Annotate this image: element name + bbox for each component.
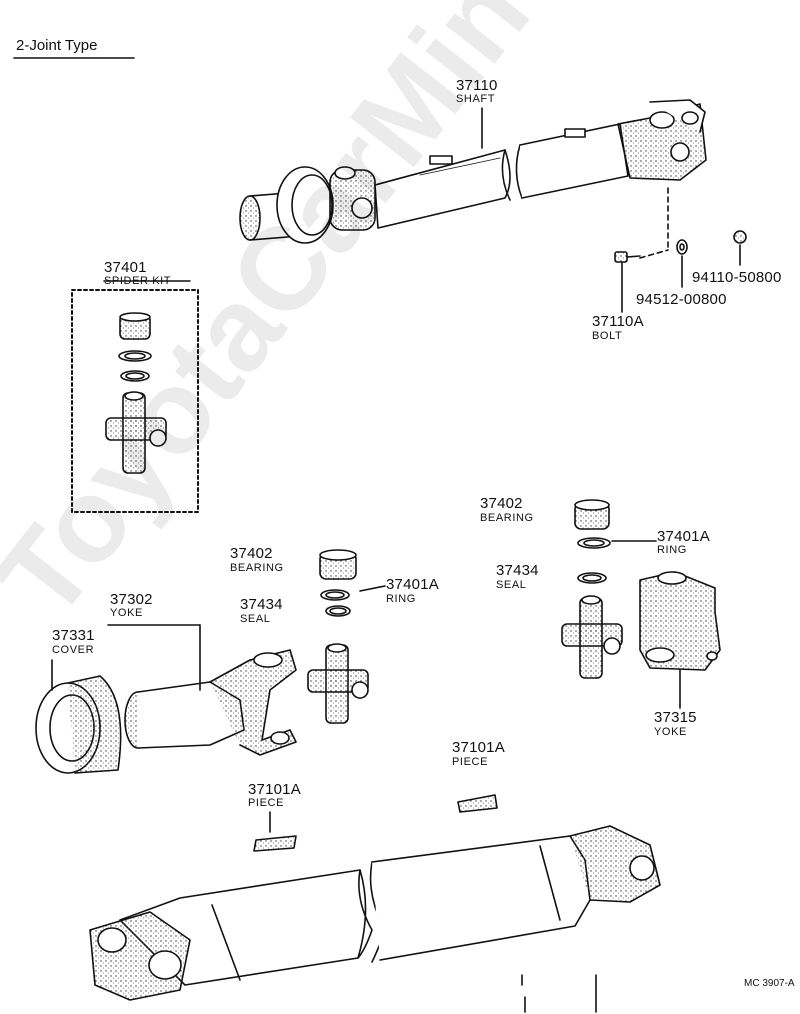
part-name-bolt: BOLT	[592, 330, 623, 342]
spider-kit-box	[71, 280, 199, 513]
part-number-spider-kit: 37401	[104, 259, 147, 276]
part-name-piece-left: PIECE	[248, 797, 285, 809]
left-yoke-group	[35, 549, 386, 774]
balance-pieces	[253, 794, 498, 852]
part-name-cover: COVER	[52, 644, 95, 656]
part-name-shaft: SHAFT	[456, 93, 496, 105]
part-name-spider-kit: SPIDER KIT	[104, 275, 172, 287]
part-number-ring-right: 37401A	[657, 528, 710, 545]
part-name-yoke-right: YOKE	[654, 726, 687, 738]
part-name-bearing-right: BEARING	[480, 512, 534, 524]
part-number-nut: 94110-50800	[692, 269, 782, 286]
part-name-seal-left: SEAL	[240, 613, 271, 625]
top-shaft	[239, 99, 707, 259]
part-number-piece-left: 37101A	[248, 781, 301, 798]
part-name-seal-right: SEAL	[496, 579, 527, 591]
part-number-bolt: 37110A	[592, 313, 644, 330]
part-number-bearing-right: 37402	[480, 495, 523, 512]
part-number-ring-left: 37401A	[386, 576, 439, 593]
part-name-piece-right: PIECE	[452, 756, 489, 768]
part-number-seal-right: 37434	[496, 562, 539, 579]
diagram-title: 2-Joint Type	[16, 37, 98, 54]
part-number-cover: 37331	[52, 627, 95, 644]
part-number-bearing-left: 37402	[230, 545, 273, 562]
part-number-washer: 94512-00800	[636, 291, 727, 308]
diagram-code: MC 3907-A	[744, 978, 795, 989]
bolt-hardware	[614, 230, 747, 313]
right-yoke-group	[561, 499, 721, 709]
part-name-ring-right: RING	[657, 544, 687, 556]
part-number-yoke-left: 37302	[110, 591, 153, 608]
part-name-yoke-left: YOKE	[110, 607, 143, 619]
part-number-yoke-right: 37315	[654, 709, 697, 726]
part-number-seal-left: 37434	[240, 596, 283, 613]
part-number-shaft: 37110	[456, 77, 498, 94]
part-number-piece-right: 37101A	[452, 739, 505, 756]
part-name-ring-left: RING	[386, 593, 416, 605]
bottom-shaft	[89, 825, 661, 1013]
part-name-bearing-left: BEARING	[230, 562, 284, 574]
